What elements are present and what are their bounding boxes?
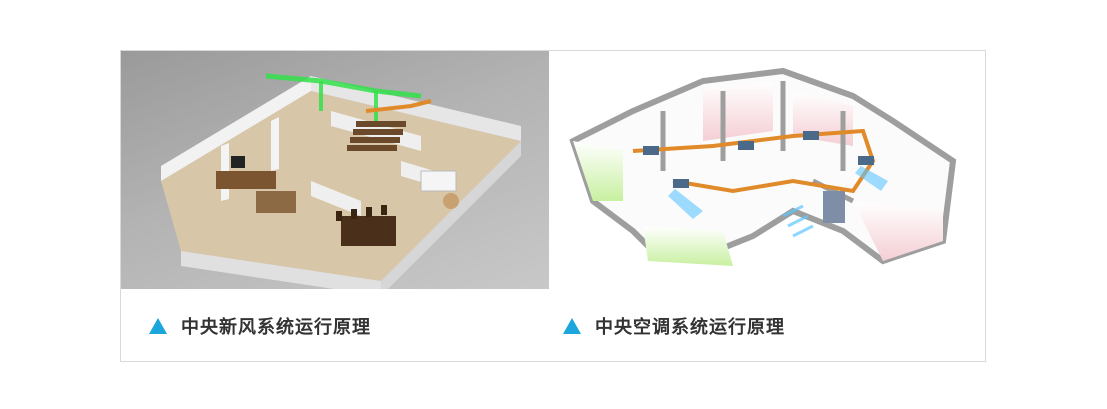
room (643, 226, 733, 266)
central-ac-system-illustration (553, 51, 985, 289)
airflow-duct (265, 73, 422, 99)
indoor-units (643, 131, 874, 188)
caption-fresh-air: 中央新风系统运行原理 (149, 313, 371, 339)
staircase (347, 121, 406, 151)
wall (181, 251, 381, 289)
sofa (216, 171, 276, 189)
caption-fresh-air-text: 中央新风系统运行原理 (181, 317, 371, 338)
coffee-table (256, 191, 296, 213)
caption-central-ac-text: 中央空调系统运行原理 (595, 317, 785, 338)
fresh-air-system-illustration (121, 51, 549, 289)
room (853, 201, 943, 261)
wall (161, 76, 311, 181)
diagram-frame: 中央新风系统运行原理 中央空调系统运行原理 (120, 50, 986, 362)
floor (161, 91, 521, 281)
fresh-air-house-cutaway (161, 73, 521, 289)
dining-table (341, 216, 396, 246)
central-ac-floorplan (569, 67, 957, 266)
cool-airflow (668, 166, 888, 219)
supply-duct (365, 99, 432, 113)
wall (381, 141, 521, 289)
caption-central-ac: 中央空调系统运行原理 (563, 313, 785, 339)
triangle-icon (563, 318, 581, 334)
triangle-icon (149, 318, 167, 334)
outdoor-unit (823, 191, 845, 223)
wall (311, 76, 521, 141)
